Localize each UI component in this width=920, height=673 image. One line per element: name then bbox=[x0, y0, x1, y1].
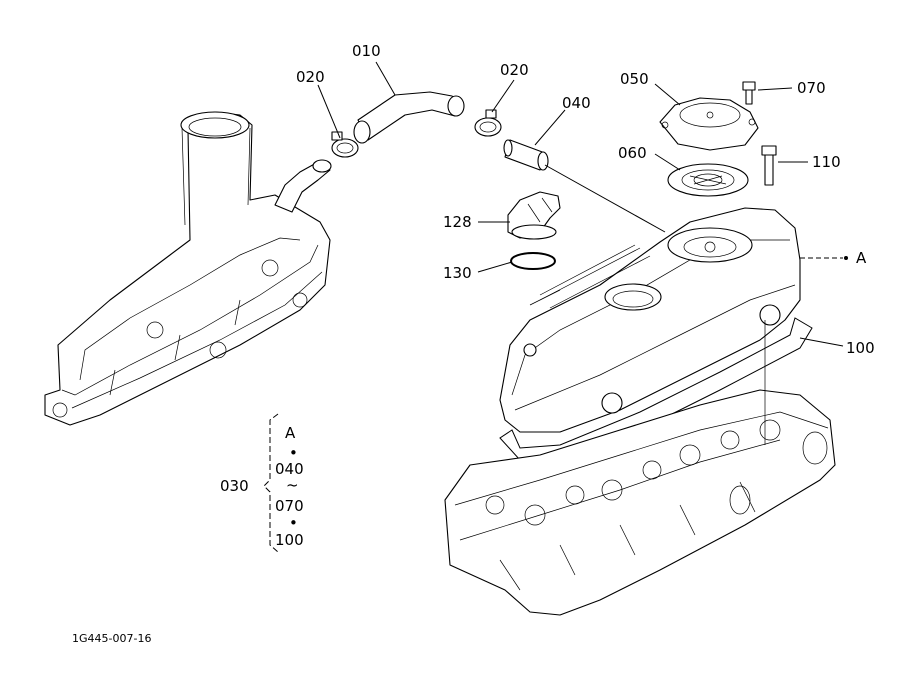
assembly-separator: • bbox=[289, 444, 298, 462]
assembly-item-100: 100 bbox=[275, 531, 304, 549]
reference-dot bbox=[844, 256, 848, 260]
label-130: 130 bbox=[443, 264, 472, 282]
breather-cover bbox=[659, 97, 759, 151]
assembly-separator: • bbox=[289, 514, 298, 532]
label-110: 110 bbox=[812, 153, 841, 171]
oil-filler-cap bbox=[507, 191, 561, 240]
hatch-lines bbox=[539, 247, 651, 309]
drawing-code: 1G445-007-16 bbox=[72, 632, 151, 645]
label-010: 010 bbox=[352, 42, 381, 60]
label-100: 100 bbox=[846, 339, 875, 357]
assembly-range: ~ bbox=[286, 476, 299, 494]
breather-hose bbox=[353, 91, 465, 144]
label-128: 128 bbox=[443, 213, 472, 231]
bolt-long bbox=[761, 145, 777, 186]
breather-pipe bbox=[503, 139, 549, 171]
bolt-small bbox=[742, 81, 756, 105]
intake-manifold bbox=[44, 111, 331, 426]
label-040: 040 bbox=[562, 94, 591, 112]
label-020-right: 020 bbox=[500, 61, 529, 79]
o-ring bbox=[510, 252, 556, 270]
assembly-group: 030 A • 040 ~ 070 • 100 bbox=[220, 413, 304, 553]
label-060: 060 bbox=[618, 144, 647, 162]
assembly-code: 030 bbox=[220, 477, 249, 495]
leader-lines bbox=[317, 61, 844, 347]
manifold-outlet-stub bbox=[274, 159, 332, 213]
assembly-item-070: 070 bbox=[275, 497, 304, 515]
cylinder-head bbox=[444, 389, 836, 616]
label-020-left: 020 bbox=[296, 68, 325, 86]
label-070: 070 bbox=[797, 79, 826, 97]
label-a: A bbox=[856, 249, 867, 267]
hose-clip-right bbox=[474, 109, 502, 137]
diaphragm bbox=[667, 163, 749, 197]
label-050: 050 bbox=[620, 70, 649, 88]
assembly-item-040: 040 bbox=[275, 460, 304, 478]
head-cover bbox=[499, 207, 801, 433]
assembly-item-a: A bbox=[285, 424, 296, 442]
